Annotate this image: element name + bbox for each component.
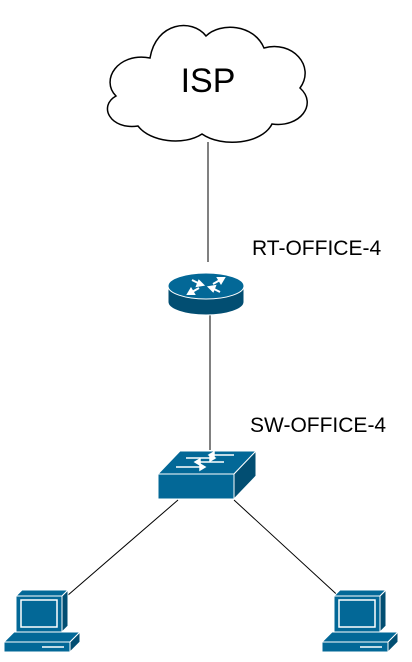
router-icon xyxy=(167,272,245,316)
link-switch-pc-right xyxy=(233,499,346,603)
link-switch-pc-left xyxy=(59,499,179,603)
workstation-icon xyxy=(2,588,82,654)
router-label: RT-OFFICE-4 xyxy=(252,237,382,260)
isp-label: ISP xyxy=(180,62,236,100)
cloud-icon xyxy=(106,24,308,144)
switch-label: SW-OFFICE-4 xyxy=(250,414,387,437)
switch-icon xyxy=(156,449,258,501)
workstation-icon xyxy=(320,588,400,654)
